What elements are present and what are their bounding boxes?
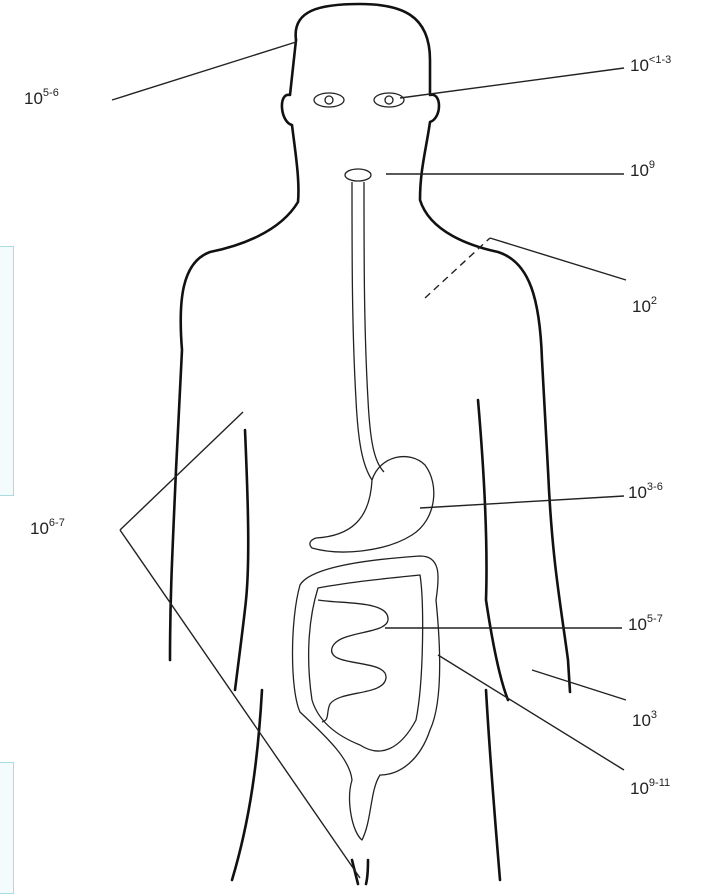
left-leg-line <box>232 690 262 880</box>
label-mouth: 109 <box>630 160 655 179</box>
small-intestine <box>318 600 388 722</box>
leader-colon <box>438 655 624 770</box>
stomach <box>310 457 434 552</box>
left-torso-line <box>235 430 248 690</box>
body-outline <box>296 4 570 692</box>
leader-skin-lower <box>120 530 360 878</box>
label-arm-skin: 103 <box>632 710 657 729</box>
right-torso-line <box>478 400 508 700</box>
leader-stomach <box>420 496 624 508</box>
label-chest-skin: 102 <box>632 296 657 315</box>
mouth <box>345 169 371 181</box>
label-colon: 109-11 <box>630 778 670 797</box>
label-eyes: 10<1-3 <box>630 55 671 74</box>
leader-eyes <box>400 68 624 98</box>
label-skin-sides: 106-7 <box>30 518 65 537</box>
leader-chest-dashed <box>425 238 490 298</box>
esophagus <box>352 182 384 480</box>
body-outline-left <box>170 40 298 660</box>
left-eye <box>314 93 344 107</box>
leader-skin-upper <box>120 412 243 530</box>
left-pupil <box>325 96 333 104</box>
inner-leg-line <box>352 860 368 884</box>
label-scalp: 105-6 <box>24 88 59 107</box>
right-pupil <box>385 96 393 104</box>
label-stomach: 103-6 <box>628 482 663 501</box>
leader-arm <box>532 670 626 700</box>
right-eye <box>374 93 404 107</box>
label-small-intestine: 105-7 <box>628 614 663 633</box>
leader-scalp <box>112 42 296 100</box>
right-leg-line <box>486 690 500 880</box>
